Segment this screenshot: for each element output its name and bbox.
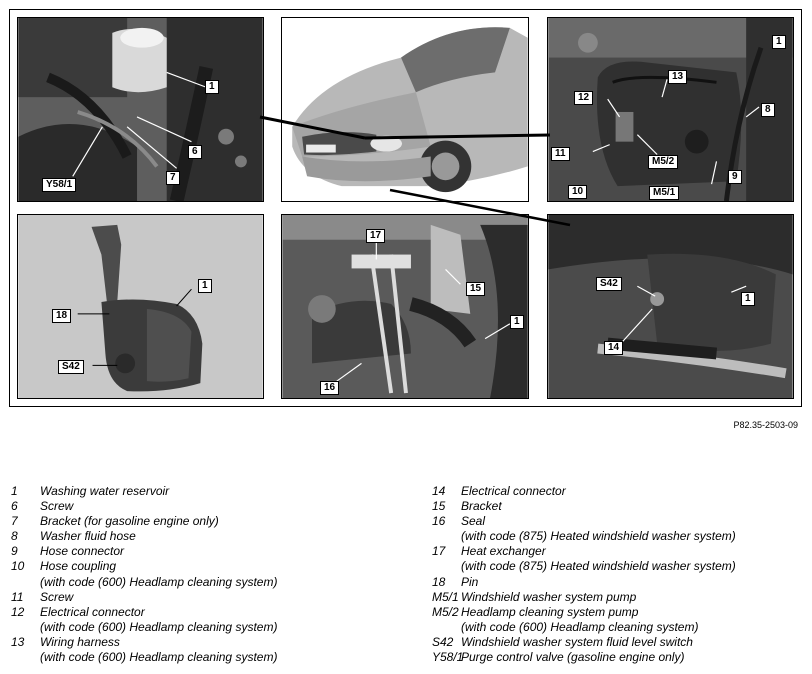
legend-text: Electrical connector <box>461 484 566 498</box>
legend-key: 13 <box>11 634 25 649</box>
callout: 1 <box>772 35 786 49</box>
panel-underside: S42 1 14 <box>547 214 794 399</box>
callout: 6 <box>188 145 202 159</box>
legend-text: Wiring harness <box>40 634 120 649</box>
callout: 13 <box>668 70 688 84</box>
legend-item: 1 Washing water reservoir <box>11 484 411 499</box>
legend-key: 16 <box>432 514 446 529</box>
legend-text: Headlamp cleaning system pump <box>461 604 639 619</box>
legend-text: Heat exchanger <box>461 544 546 559</box>
legend-item: 8 Washer fluid hose <box>11 529 411 544</box>
vehicle-illustration <box>282 18 528 201</box>
legend-text: Washer fluid hose <box>40 529 136 544</box>
figure-frame: 1 6 7 Y58/1 <box>9 9 802 407</box>
legend-key: 12 <box>11 604 25 619</box>
panel-wheelhouse: 17 15 1 16 <box>281 214 529 399</box>
legend-key: M5/1 <box>432 589 459 604</box>
legend-key: 1 <box>11 484 18 498</box>
legend-text: Screw <box>40 499 74 514</box>
legend-text: Windshield washer system pump <box>461 589 637 604</box>
legend-key: 6 <box>11 499 18 514</box>
legend-item: 10 Hose coupling <box>11 559 411 574</box>
engine-bay-illustration <box>18 18 263 201</box>
legend-item: 13 Wiring harness <box>11 635 411 650</box>
figure-code: P82.35-2503-09 <box>733 420 798 430</box>
legend-text: Hose connector <box>40 544 125 559</box>
legend-key: 10 <box>11 559 25 574</box>
callout: 12 <box>574 91 594 105</box>
legend-subtext: (with code (600) Headlamp cleaning syste… <box>40 650 278 665</box>
legend-key: 15 <box>432 499 446 514</box>
callout: 18 <box>52 309 72 323</box>
legend-item: 17 Heat exchanger <box>432 544 808 559</box>
callout: 15 <box>466 282 486 296</box>
legend-key: 8 <box>11 529 18 544</box>
callout: 1 <box>198 279 212 293</box>
legend-subtext: (with code (875) Heated windshield washe… <box>461 529 736 544</box>
legend-text: Purge control valve (gasoline engine onl… <box>461 650 685 665</box>
legend-subtext: (with code (600) Headlamp cleaning syste… <box>40 619 278 634</box>
callout: 11 <box>551 147 570 161</box>
legend-key: Y58/1 <box>432 650 464 665</box>
legend-key: 9 <box>11 544 18 559</box>
panel-reservoir-removed: 1 18 S42 <box>17 214 264 399</box>
callout: 16 <box>320 381 340 395</box>
legend-text: Electrical connector <box>40 604 145 619</box>
legend-subtext: (with code (875) Heated windshield washe… <box>461 559 736 574</box>
callout: 10 <box>568 185 588 199</box>
legend-key: 14 <box>432 484 446 498</box>
legend-key: 17 <box>432 544 446 559</box>
legend-text: Hose coupling <box>40 559 117 574</box>
callout: 9 <box>728 170 742 184</box>
callout: 1 <box>205 80 219 94</box>
callout: M5/1 <box>649 186 680 200</box>
legend-key: M5/2 <box>432 604 459 619</box>
legend-item: 15 Bracket <box>432 499 808 514</box>
legend-item: 7 Bracket (for gasoline engine only) <box>11 514 411 529</box>
legend-key: S42 <box>432 634 454 649</box>
legend-item: 6 Screw <box>11 499 411 514</box>
reservoir-removed-illustration <box>18 215 263 398</box>
callout: 17 <box>366 229 386 243</box>
legend-text: Pin <box>461 574 479 589</box>
legend-text: Seal <box>461 514 486 529</box>
legend-text: Bracket (for gasoline engine only) <box>40 514 219 529</box>
legend-subtext: (with code (600) Headlamp cleaning syste… <box>40 574 278 589</box>
callout: 1 <box>741 292 755 306</box>
panel-engine-bay: 1 6 7 Y58/1 <box>17 17 264 202</box>
panel-vehicle <box>281 17 529 202</box>
callout: 14 <box>604 341 624 355</box>
legend-text: Washing water reservoir <box>40 484 170 498</box>
reservoir-installed-illustration <box>548 18 793 201</box>
callout: M5/2 <box>648 155 679 169</box>
legend-text: Bracket <box>461 499 502 514</box>
legend-key: 11 <box>11 589 24 604</box>
callout: S42 <box>58 360 84 374</box>
legend-text: Windshield washer system fluid level swi… <box>461 634 693 649</box>
callout: 8 <box>761 103 775 117</box>
wheelhouse-illustration <box>282 215 528 398</box>
legend-key: 18 <box>432 574 446 589</box>
callout: 1 <box>510 315 524 329</box>
legend-text: Screw <box>40 589 74 604</box>
legend-item: 14 Electrical connector <box>432 484 808 499</box>
legend-item: 11 Screw <box>11 590 411 605</box>
callout: S42 <box>596 277 622 291</box>
legend-item: 18 Pin <box>432 575 808 590</box>
legend-item: 12 Electrical connector <box>11 605 411 620</box>
panel-reservoir-installed: 1 8 11 12 13 M5/2 10 M5/1 9 <box>547 17 794 202</box>
legend-key: 7 <box>11 514 18 529</box>
underside-illustration <box>548 215 793 398</box>
callout: Y58/1 <box>42 178 77 192</box>
legend-item: S42 Windshield washer system fluid level … <box>432 635 808 650</box>
legend-subtext: (with code (600) Headlamp cleaning syste… <box>461 619 699 634</box>
callout: 7 <box>166 171 180 185</box>
legend-item: 9 Hose connector <box>11 544 411 559</box>
legend-item: 16 Seal <box>432 514 808 529</box>
